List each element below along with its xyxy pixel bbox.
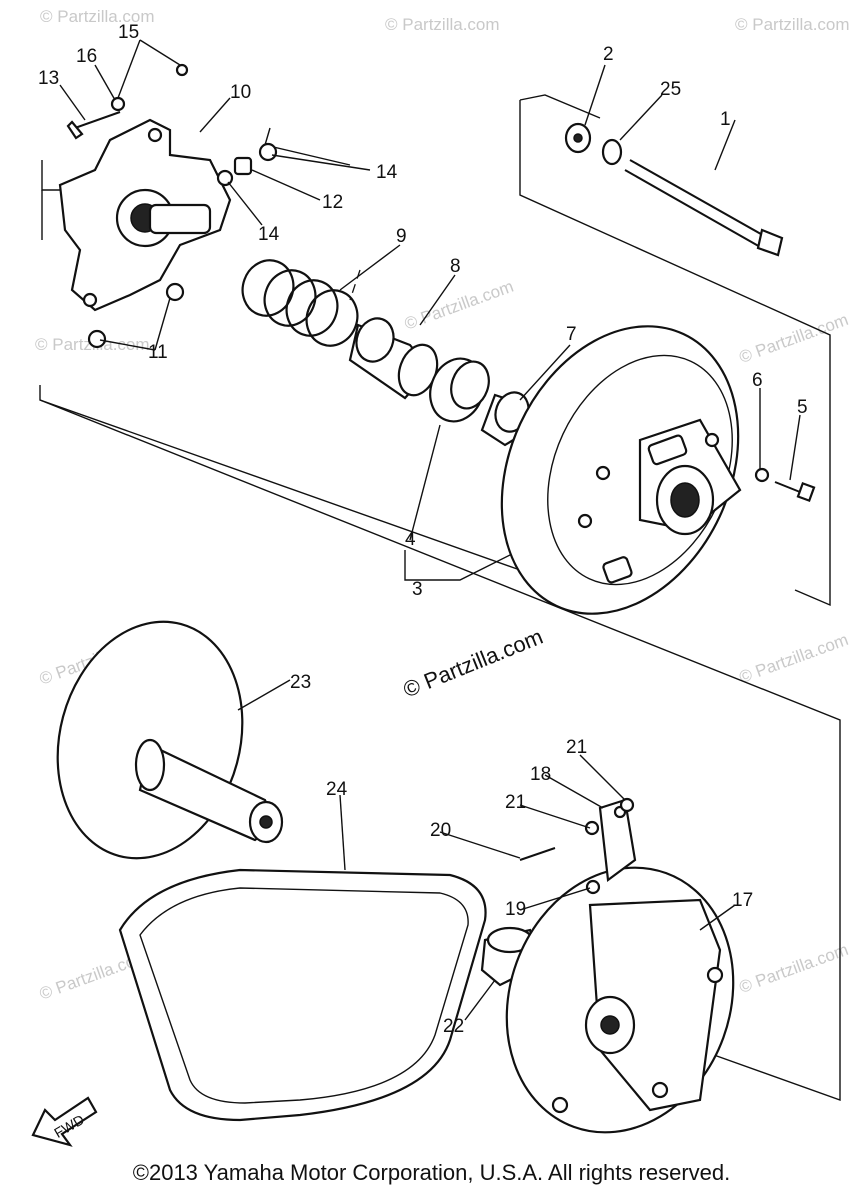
copyright-footer: ©2013 Yamaha Motor Corporation, U.S.A. A…	[132, 1160, 731, 1185]
label-part-13: 13	[38, 68, 59, 89]
label-part-3: 3	[412, 579, 423, 600]
part-11-bolts	[87, 282, 185, 349]
watermark: © Partzilla.com	[737, 630, 851, 687]
part-17-movable-sheave	[505, 866, 735, 1134]
part-15-washer	[110, 63, 189, 112]
part-labels: 1 2 3 4 5 6 7 8 9 10 11 12 13 14 14 15 1…	[38, 22, 808, 1037]
label-part-25: 25	[660, 79, 681, 100]
part-8-sleeve	[348, 317, 439, 400]
label-part-24: 24	[326, 779, 348, 800]
label-part-23: 23	[290, 672, 311, 693]
label-part-9: 9	[396, 226, 407, 247]
label-part-15: 15	[118, 22, 139, 43]
watermark: © Partzilla.com	[40, 7, 155, 26]
fwd-arrow-icon: FWD	[31, 1096, 98, 1147]
label-part-14: 14	[258, 224, 280, 245]
part-3-sheave	[500, 325, 742, 615]
part-23-fixed-sheave	[56, 620, 284, 860]
label-part-4: 4	[405, 529, 416, 550]
label-part-16: 16	[76, 46, 97, 67]
label-part-18: 18	[530, 764, 551, 785]
label-part-11: 11	[148, 342, 168, 363]
label-part-7: 7	[566, 324, 577, 345]
part-19-pin	[585, 879, 601, 895]
part-25-washer	[601, 138, 623, 166]
label-part-22: 22	[443, 1016, 464, 1037]
label-part-2: 2	[603, 44, 614, 65]
label-part-12: 12	[322, 192, 343, 213]
label-part-6: 6	[752, 370, 763, 391]
label-part-21: 21	[566, 737, 587, 758]
part-6-washer	[754, 467, 770, 483]
label-part-19: 19	[505, 899, 526, 920]
part-20-rod	[519, 847, 556, 861]
watermark: © Partzilla.com	[737, 940, 851, 997]
watermark: © Partzilla.com	[402, 277, 516, 334]
center-watermark: © Partzilla.com	[400, 624, 547, 703]
leader-lines	[59, 39, 801, 1021]
part-13-bolt	[66, 111, 121, 140]
label-part-5: 5	[797, 397, 808, 418]
watermark: © Partzilla.com	[385, 15, 500, 34]
label-part-10: 10	[230, 82, 251, 103]
part-9-spring	[241, 259, 359, 347]
part-24-belt	[118, 868, 487, 1122]
part-2-washer	[564, 122, 592, 154]
part-21-nut	[584, 797, 635, 836]
label-part-21: 21	[505, 792, 526, 813]
part-12-14-collars	[216, 142, 278, 187]
part-4-cam	[429, 357, 490, 423]
label-part-1: 1	[720, 109, 731, 130]
part-5-bolt	[774, 481, 816, 503]
label-part-8: 8	[450, 256, 461, 277]
label-part-14: 14	[376, 162, 398, 183]
label-part-20: 20	[430, 820, 451, 841]
part-1-bolt	[624, 159, 784, 257]
watermark: © Partzilla.com	[735, 15, 850, 34]
part-18-plate	[598, 798, 637, 883]
part-10-bracket	[58, 118, 232, 312]
label-part-17: 17	[732, 890, 753, 911]
